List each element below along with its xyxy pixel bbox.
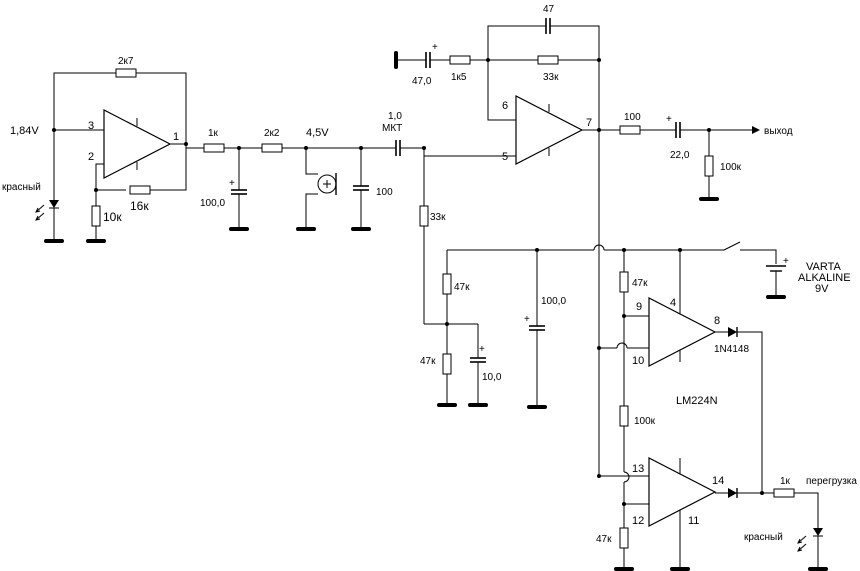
label-1k5: 1к5	[451, 72, 467, 83]
label-100-0-b: 100,0	[541, 296, 566, 307]
stage1: 2к7 1,84V 3 2 1 10к 16к красный	[2, 56, 188, 243]
label-1-84v: 1,84V	[10, 125, 39, 137]
input-filter: + 1к 2к2 100,0 4,5V 100 1,0 МКТ 33к	[186, 111, 516, 324]
pin-13: 13	[632, 463, 644, 475]
resistor-100k-out	[704, 155, 714, 177]
resistor-1k	[203, 143, 225, 153]
label-out: выход	[764, 126, 793, 137]
label-10-0: 10,0	[482, 372, 502, 383]
resistor-100-out	[619, 125, 641, 135]
pin-14: 14	[712, 475, 724, 487]
resistor-16k	[129, 185, 151, 195]
resistor-2k7	[115, 68, 137, 78]
resistor-1k5	[449, 55, 471, 65]
opamp-2	[515, 95, 584, 165]
svg-text:+: +	[524, 314, 530, 325]
label-100-0-a: 100,0	[200, 198, 225, 209]
label-varta: VARTA	[806, 261, 842, 273]
pin-12: 12	[632, 515, 644, 527]
label-mkt: МКТ	[382, 123, 402, 134]
label-100k-out: 100к	[720, 162, 742, 173]
label-2k2: 2к2	[264, 128, 280, 139]
label-10k: 10к	[103, 210, 122, 224]
label-33k-a: 33к	[430, 212, 446, 223]
resistor-47k-b	[442, 353, 452, 375]
label-47k-a: 47к	[454, 282, 470, 293]
pin-7: 7	[586, 117, 592, 129]
label-47k-c: 47к	[632, 278, 648, 289]
opamp-4	[648, 457, 717, 527]
label-22-0: 22,0	[670, 150, 690, 161]
pin-8: 8	[714, 315, 720, 327]
label-1k: 1к	[208, 128, 219, 139]
resistor-2k2	[261, 143, 283, 153]
resistor-100k	[619, 405, 629, 427]
resistor-33k-bias	[419, 205, 429, 227]
label-overload: перегрузка	[806, 476, 857, 487]
label-16k: 16к	[130, 199, 149, 213]
led-2-icon	[813, 528, 823, 536]
pin-5: 5	[502, 151, 508, 163]
opamp-1	[103, 109, 172, 179]
pin-10: 10	[632, 355, 644, 367]
svg-text:+: +	[479, 344, 485, 355]
power-switch	[723, 241, 741, 251]
diode-1n4148-icon	[728, 327, 737, 337]
pin-2: 2	[88, 151, 94, 163]
label-1k-b: 1к	[780, 476, 791, 487]
resistor-47k-c	[619, 271, 629, 293]
resistor-33k-feedback	[537, 55, 559, 65]
label-led-red-1: красный	[2, 182, 41, 193]
label-lm224n: LM224N	[676, 395, 718, 407]
label-9v: 9V	[815, 283, 829, 295]
label-47k-d: 47к	[596, 534, 612, 545]
svg-text:+: +	[666, 114, 672, 125]
pin-1: 1	[173, 131, 179, 143]
label-4-5v: 4,5V	[306, 127, 329, 139]
pin-9: 9	[636, 301, 642, 313]
svg-text:+: +	[783, 256, 789, 267]
label-led-red-2: красный	[744, 532, 783, 543]
label-2k7: 2к7	[118, 56, 134, 67]
label-100: 100	[624, 112, 641, 123]
stage2: 47 47,0 + 1к5 33к 6 5 7 100 + 22,0 выход…	[394, 4, 793, 201]
pin-6: 6	[502, 100, 508, 112]
resistor-10k	[91, 205, 101, 227]
label-100k: 100к	[634, 416, 656, 427]
label-47k-b: 47к	[420, 356, 436, 367]
diode-2-icon	[728, 488, 737, 498]
label-100-cap: 100	[376, 187, 393, 198]
label-47: 47	[543, 4, 555, 15]
resistor-47k-d	[619, 527, 629, 549]
label-1-0: 1,0	[388, 111, 402, 122]
svg-text:+: +	[432, 42, 438, 53]
label-47-0: 47,0	[412, 76, 432, 87]
resistor-47k-a	[442, 273, 452, 295]
pin-3: 3	[88, 120, 94, 132]
label-alkaline: ALKALINE	[798, 272, 851, 284]
pin-11: 11	[688, 515, 699, 527]
resistor-1k-b	[773, 488, 795, 498]
output-arrow-icon	[752, 126, 760, 134]
led-icon	[49, 200, 59, 208]
overload-detector: 47к 9 4 8 10 1N4148 LM224N 100к 13 14 12…	[596, 130, 857, 571]
pin-4: 4	[670, 297, 676, 309]
svg-text:+: +	[229, 178, 235, 189]
label-33k-b: 33к	[543, 72, 559, 83]
power-and-bias: + + + VARTA ALKALINE 9V 47к 47к 10,0 100…	[420, 241, 851, 409]
opamp-3	[648, 297, 717, 367]
label-1n4148: 1N4148	[714, 344, 749, 355]
